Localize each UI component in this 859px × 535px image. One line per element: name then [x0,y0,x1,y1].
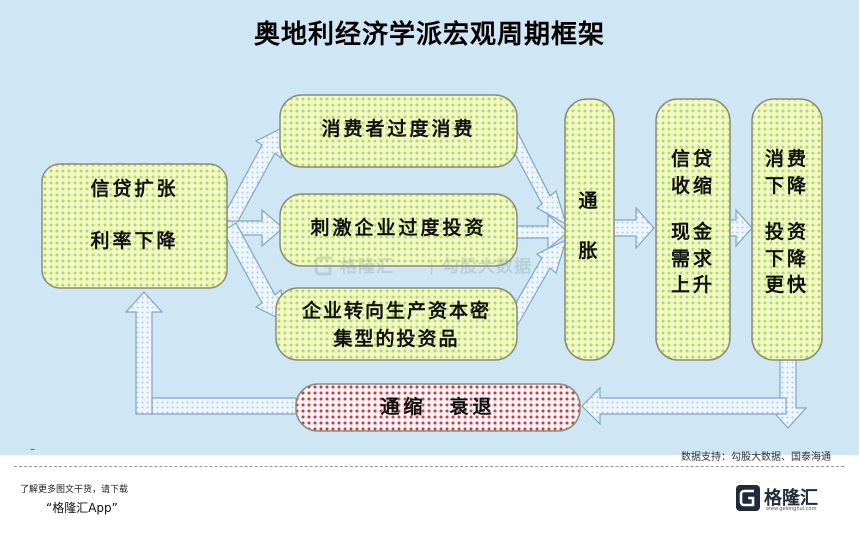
tighten-line5: 上升 [670,274,715,297]
arrow-tighten-to-decline [727,208,753,248]
decline-line4: 下降 [764,247,809,270]
decline-line3: 投资 [764,221,809,244]
box-recession [295,383,581,432]
footer-app-name: “格隆汇App” [46,501,118,515]
decline-line1: 消费 [764,148,809,170]
tighten-line1: 信贷 [670,148,715,170]
arrow-decline-to-recession-left [581,386,787,426]
credit-line1: 信贷扩张 [90,178,179,200]
decline-text: 消费 下降 投资 下降 更快 [752,146,822,299]
arrow-recession-to-left [151,397,297,415]
decline-line5: 更快 [764,274,809,297]
tighten-line2: 收缩 [670,174,715,197]
box-investment [279,193,518,267]
footer-divider [14,466,844,467]
box-consumption [279,94,518,168]
watermark-logo-icon [314,256,332,276]
arrow-credit-to-consumption [222,125,285,226]
decline-line2: 下降 [764,174,809,197]
watermark-name: 格隆汇 [340,257,394,277]
credit-text: 信贷扩张 利率下降 [42,176,227,255]
page-title: 奥地利经济学派宏观周期框架 [253,20,605,50]
brand-logo: 格隆汇 www.gelonghui.com [736,483,848,513]
tighten-line3: 现金 [670,221,715,244]
box-inflation [564,98,615,361]
brand-logo-url: www.gelonghui.com [766,506,817,512]
dash-mark: – [30,444,35,455]
watermark-separator: | [429,256,435,275]
inflation-text: 通 胀 [565,188,614,265]
box-capital-goods [275,287,518,361]
watermark-name2: 勾股大数据 [442,257,532,277]
inflation-line2: 胀 [578,239,601,262]
arrow-left-up-to-credit [124,291,164,415]
box-credit-tighten [655,98,731,361]
capital-text: 企业转向生产资本密 集型的投资品 [276,298,517,353]
investment-text: 刺激企业过度投资 [310,217,487,239]
tighten-text: 信贷 收缩 现金 需求 上升 [656,146,730,299]
capital-line1: 企业转向生产资本密 [301,300,491,322]
capital-line2: 集型的投资品 [333,327,460,350]
cycle-diagram [41,94,823,432]
brand-logo-text: 格隆汇 [764,488,818,509]
arrow-decline-to-recession [768,359,808,429]
box-demand-decline [751,98,823,361]
inflation-line1: 通 [578,190,601,212]
arrow-investment-to-inflation [516,213,569,251]
arrow-credit-to-capital [222,222,285,323]
recession-text: 通缩 衰退 [380,396,496,418]
watermark: 格隆汇 | 勾股大数据 [314,250,564,284]
source-note: 数据支持：勾股大数据、国泰海通 [681,452,831,463]
brand-logo-icon [736,485,760,511]
tighten-line4: 需求 [670,247,715,270]
credit-line2: 利率下降 [90,229,179,252]
arrow-capital-to-inflation [506,238,567,327]
footer-download-hint: 了解更多图文干货，请下载 [20,485,129,495]
consumption-text: 消费者过度消费 [321,118,476,140]
box-credit-expansion [41,163,228,289]
arrow-inflation-to-tighten [613,206,655,250]
